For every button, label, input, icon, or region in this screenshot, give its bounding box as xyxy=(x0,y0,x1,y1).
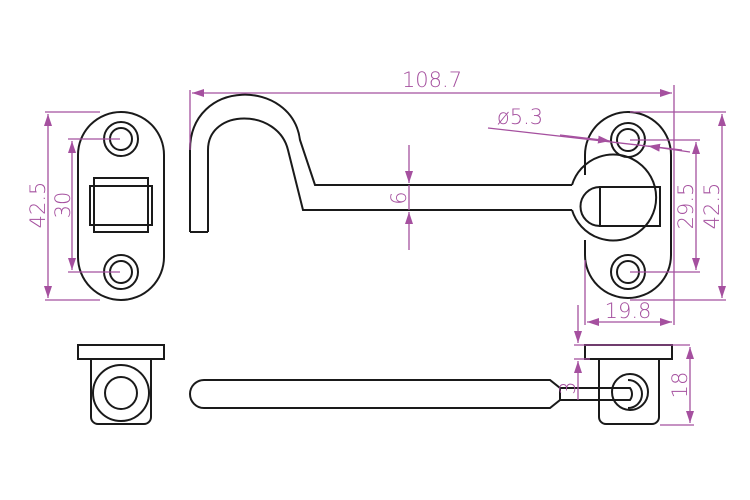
overall-length-label: 108.7 xyxy=(402,68,462,92)
right-plate-front xyxy=(571,111,672,299)
right-plate-dimensions: 108.7 ø5.3 6 29.5 42.5 19.8 xyxy=(189,68,726,326)
hook-thickness-label: 6 xyxy=(387,191,411,204)
side-height-label: 18 xyxy=(668,372,692,399)
right-plate-width-label: 19.8 xyxy=(605,299,652,323)
left-plate-side xyxy=(77,344,165,425)
left-plate-height-label: 42.5 xyxy=(26,182,50,229)
right-plate-height-label: 42.5 xyxy=(700,183,724,230)
left-hole-spacing-label: 30 xyxy=(51,192,75,219)
side-dimensions: 3 18 xyxy=(556,305,694,426)
right-plate-side xyxy=(584,344,673,425)
bar-offset-label: 3 xyxy=(556,381,580,394)
hole-diameter-label: ø5.3 xyxy=(497,105,543,129)
right-hole-spacing-label: 29.5 xyxy=(674,183,698,230)
left-plate-dimensions: 42.5 30 xyxy=(26,111,120,301)
hook-side xyxy=(189,379,633,409)
